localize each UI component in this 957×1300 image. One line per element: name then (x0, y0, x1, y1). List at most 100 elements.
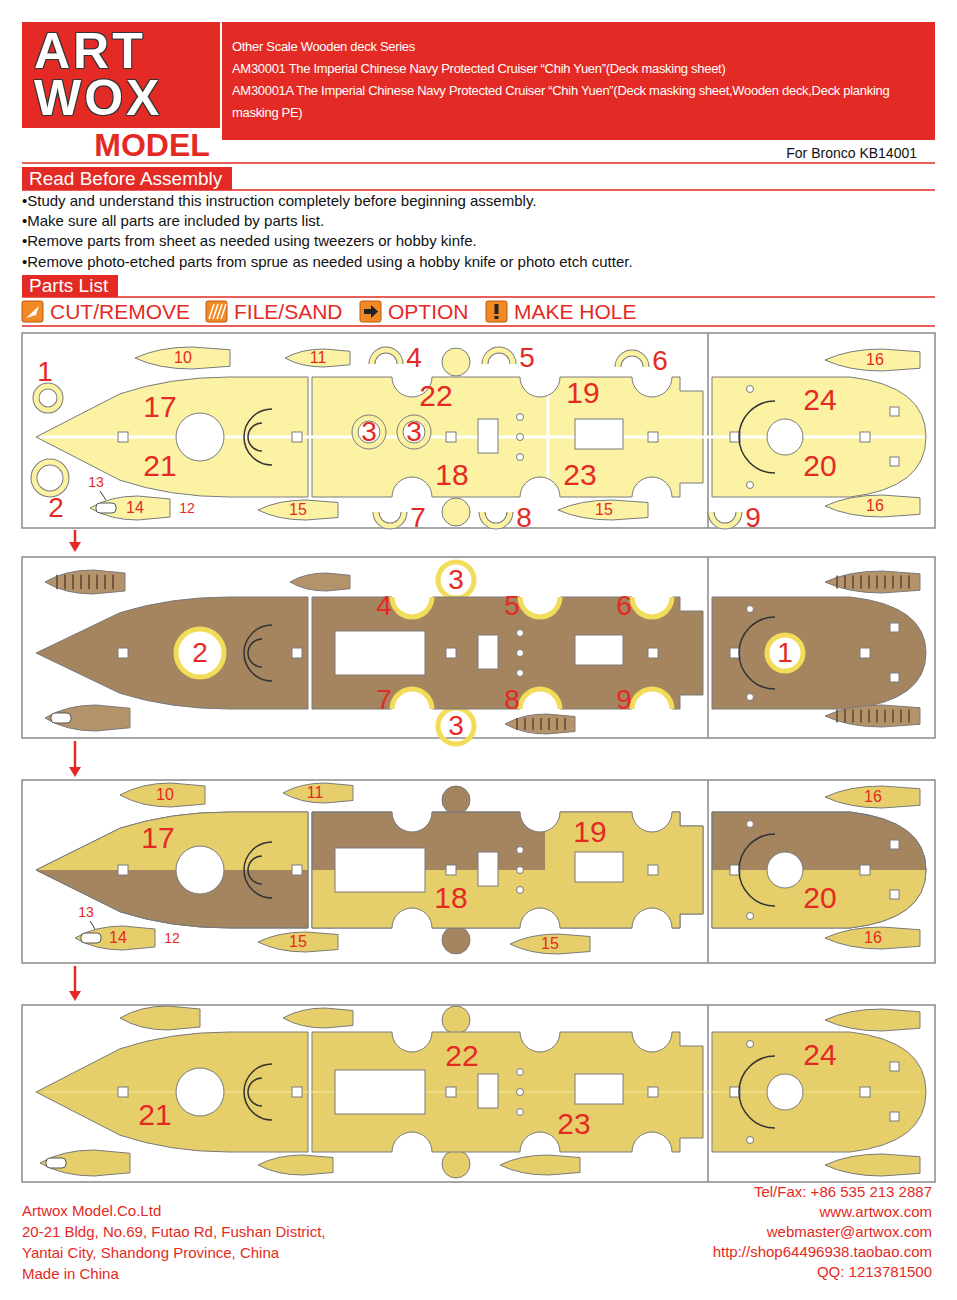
boat-rib (540, 718, 542, 730)
bolt-hole (747, 1137, 754, 1144)
edge-cutout (392, 1132, 432, 1172)
boat-deck (40, 1150, 130, 1176)
small-opening (890, 623, 899, 632)
callout-number: 1 (37, 358, 53, 386)
edge-cutout (632, 689, 672, 729)
small-opening (890, 673, 899, 682)
small-opening (118, 865, 128, 875)
small-opening (118, 432, 128, 442)
bolt-hole (517, 650, 524, 657)
callout-number: 8 (504, 686, 520, 714)
brand-logo: ART WOX (34, 28, 208, 122)
bolt-hole (517, 414, 524, 421)
bolt-hole (517, 847, 524, 854)
deck-panel (22, 1005, 935, 1182)
bolt-hole (747, 913, 754, 920)
contact-line: Made in China (22, 1266, 119, 1281)
small-opening (446, 1087, 456, 1097)
arc-part (376, 512, 404, 526)
callout-number: 19 (566, 378, 599, 408)
boat-rib (876, 709, 878, 722)
mask-region (30, 812, 310, 870)
callout-number: 22 (445, 1041, 478, 1071)
bolt-hole (517, 867, 524, 874)
callout-number: 16 (864, 789, 882, 805)
boat-rib (524, 718, 526, 730)
callout-number: 11 (307, 785, 324, 801)
callout-number: 10 (174, 350, 192, 366)
callout-number: 21 (138, 1100, 171, 1130)
boat-deck (825, 495, 920, 517)
callout-number: 20 (803, 451, 836, 481)
callout-number: 21 (143, 451, 176, 481)
cutout-edge (632, 908, 672, 928)
funnel-opening (767, 1074, 803, 1110)
boat-deck (825, 927, 920, 949)
instruction-bullet: •Remove photo-etched parts from sprue as… (22, 254, 633, 269)
knife-mark (26, 306, 39, 318)
deck-section (36, 597, 308, 709)
small-opening (890, 1112, 899, 1121)
deck-ring (442, 1006, 470, 1034)
callout-number: 23 (557, 1109, 590, 1139)
boat-rib (548, 718, 550, 730)
legend-icon (22, 301, 43, 322)
boat-rib (112, 575, 114, 589)
bolt-hole (517, 1089, 524, 1096)
deck-opening (575, 419, 623, 449)
section-tab: Parts List (22, 275, 118, 297)
callout-number: 3 (406, 418, 422, 446)
edge-cutout (392, 577, 432, 617)
cutout-edge (392, 477, 432, 497)
cutout-edge (392, 812, 432, 832)
boat-deck (558, 500, 648, 520)
cutout-edge (520, 812, 560, 832)
boat-insert (96, 503, 116, 513)
panel-divider (707, 1005, 709, 1182)
boat-deck (290, 573, 350, 591)
bracket-mark (739, 401, 775, 473)
deck-opening (478, 852, 498, 886)
arc-part (485, 350, 513, 364)
funnel-opening (176, 629, 224, 677)
cutout-edge (392, 1032, 432, 1052)
ring-part (34, 462, 66, 494)
callout-number: 7 (376, 686, 392, 714)
boat-rib (908, 575, 910, 588)
section-heading: Parts List (29, 275, 111, 297)
callout-number: 24 (803, 385, 836, 415)
callout-number: 6 (616, 592, 632, 620)
bolt-hole (517, 1069, 524, 1076)
edge-cutout (632, 1012, 672, 1052)
boat-insert (81, 933, 101, 943)
bolt-hole (747, 821, 754, 828)
panel-divider (707, 333, 709, 528)
boat-deck (510, 934, 590, 954)
arc-part-edge (482, 512, 510, 526)
deck-panel (22, 557, 935, 744)
boat-deck (825, 1154, 920, 1176)
deck-opening (335, 848, 425, 892)
brand-word: MODEL (94, 129, 210, 161)
small-opening (118, 648, 128, 658)
boat-deck (75, 926, 155, 950)
bracket-mark (739, 617, 775, 689)
deck-opening (478, 635, 498, 669)
cutout-edge (392, 689, 432, 709)
boat-deck (500, 1155, 580, 1175)
contact-line: Artwox Model.Co.Ltd (22, 1203, 161, 1218)
leader-line (90, 921, 95, 929)
boat-rib (884, 709, 886, 722)
boat-deck (135, 347, 230, 369)
rule-line (22, 325, 935, 327)
callout-number: 17 (141, 823, 174, 853)
mask-region (712, 870, 932, 928)
boat-deck (258, 1155, 333, 1175)
legend-text: FILE/SAND (234, 301, 343, 322)
bracket-mark (244, 1064, 272, 1120)
callout-number: 20 (803, 883, 836, 913)
hole-mark (495, 316, 499, 319)
callout-number: 9 (616, 686, 632, 714)
legend-icon (206, 301, 227, 322)
cutout-edge (632, 377, 672, 397)
